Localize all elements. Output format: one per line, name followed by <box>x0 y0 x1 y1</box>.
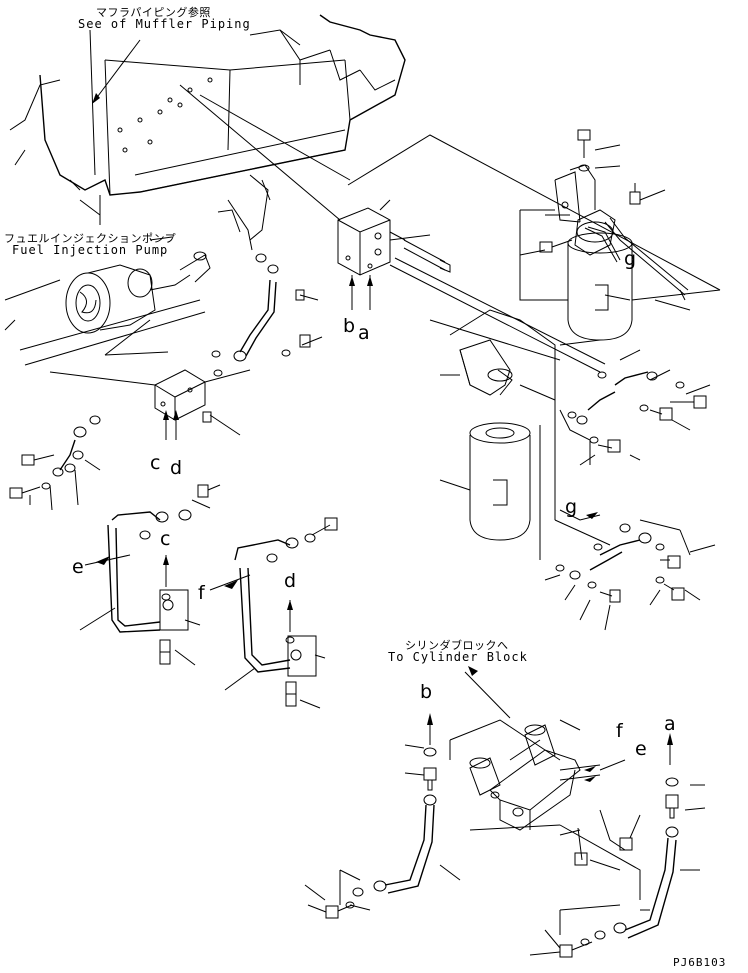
letter-a-lower: a <box>664 713 676 735</box>
letter-b-lower: b <box>420 681 433 703</box>
fuel-lines-left <box>211 209 323 362</box>
pipe-e-c <box>79 484 221 666</box>
cylinder-note-en: To Cylinder Block <box>388 650 528 664</box>
fuel-pump-note-en: Fuel Injection Pump <box>12 243 169 257</box>
upper-filter-assembly <box>519 129 721 346</box>
fuel-injection-pump <box>4 251 211 366</box>
letter-e-left: e <box>72 556 84 578</box>
letter-a-upper: a <box>358 322 370 344</box>
muffler-note-jp: マフラパイピング参照 <box>96 6 211 19</box>
main-block-ab <box>179 84 721 310</box>
fuel-pump-note-jp: フュエルインジェクションポンプ <box>4 232 177 245</box>
drawing-code: PJ6B103 <box>673 956 727 969</box>
letter-g-upper: g <box>624 248 637 270</box>
spare-filter <box>439 309 556 560</box>
small-block-cd <box>49 319 251 440</box>
left-hardware <box>9 415 101 511</box>
letter-c-upper: c <box>150 452 161 474</box>
letter-b-upper: b <box>343 315 356 337</box>
pipe-f-d <box>209 517 338 709</box>
letter-c-lower: c <box>160 528 171 550</box>
letter-d-lower: d <box>284 570 297 592</box>
long-fuel-line <box>389 257 606 373</box>
pipe-a <box>529 733 706 958</box>
letter-g-lower: g <box>565 496 578 518</box>
letter-d-upper: d <box>170 457 183 479</box>
muffler-note-en: See of Muffler Piping <box>78 17 251 31</box>
engine-block <box>9 14 406 251</box>
cylinder-block-assembly <box>449 666 641 900</box>
letter-e-right: e <box>635 738 647 760</box>
lower-right-fittings <box>544 509 716 631</box>
muffler-leader <box>92 39 141 104</box>
letter-f-left: f <box>198 582 205 604</box>
cylinder-note-jp: シリンダブロックへ <box>405 639 509 652</box>
pipe-b <box>304 713 461 919</box>
letter-f-right: f <box>616 720 623 742</box>
upper-right-fittings <box>559 349 711 466</box>
